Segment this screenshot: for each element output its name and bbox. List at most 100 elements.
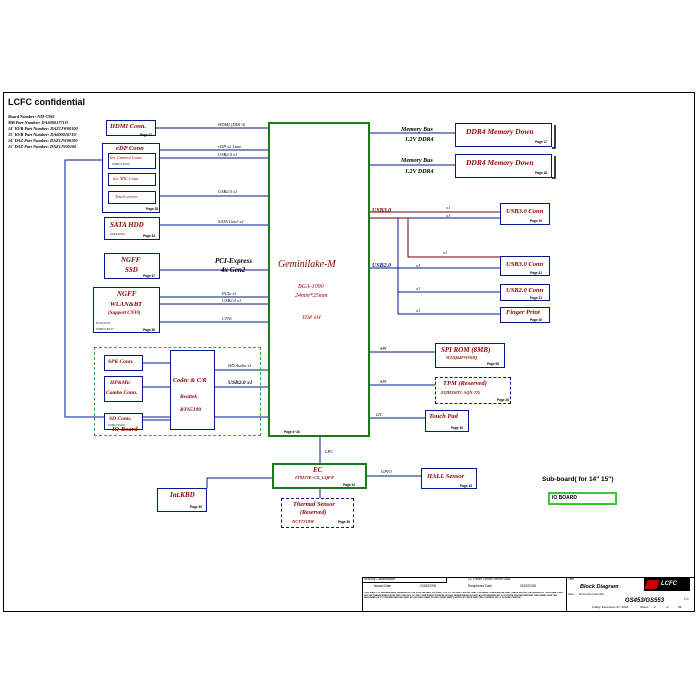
spk-label: SPK Conn.: [108, 359, 134, 365]
sig-gpio: GPIO: [381, 469, 392, 474]
header-line-6: 15' DAZ Part Number: DAZ1JY00100: [8, 144, 77, 149]
cpu-size: 24mm*25mm: [295, 293, 328, 299]
tb-sheet-no: 2: [654, 605, 656, 609]
tb-date: Friday, December 07, 2018: [592, 605, 629, 609]
ec-page: Page 44: [343, 483, 356, 487]
ec-block: [272, 463, 367, 489]
header-line-4: 15' IO/B Part Number: DA60001671O: [8, 132, 77, 137]
thermal-label2: (Reserved): [300, 510, 327, 516]
sig-spi-1: SPI: [380, 346, 387, 351]
usb30-conn-2-label: USB3.0 Conn: [506, 261, 544, 268]
sata-page: Page 43: [143, 234, 156, 238]
sig-sata: SATA Gen3 x1: [218, 219, 244, 224]
tb-security: Security Classification: [364, 577, 396, 581]
sd-conn-block: [104, 413, 143, 430]
sig-x1-e: x1: [416, 286, 421, 291]
usb30-conn-1-label: USB3.0 Conn: [506, 208, 544, 215]
sig-mem2v: 1.2V DDR4: [405, 169, 434, 175]
tb-title-label: Title: [568, 577, 574, 581]
ngff-wlan-label: NGFF: [117, 290, 137, 298]
touch-pad-block: [425, 410, 469, 432]
tpm-part: Z32H330TC-SQN-725: [441, 390, 481, 395]
ddr4-block-1: [455, 123, 552, 147]
usb20-conn-block: [500, 284, 550, 301]
sig-x1-d: x1: [416, 263, 421, 268]
hp-label: HP&Mic: [110, 380, 131, 386]
sata-hdd-block: [104, 217, 160, 240]
tb-size-label: Size: [568, 592, 574, 596]
ngff-wlan-label2: WLAN&BT: [110, 301, 143, 308]
subboard-label: Sub-board( for 14" 15"): [542, 476, 614, 483]
tb-center: LC Future Center Secret Data: [468, 577, 511, 581]
sig-x1-a: x1: [446, 205, 451, 210]
sig-hdmi: HDMI (DDI 0): [218, 122, 246, 127]
camera-port: USB2.0 Port9: [112, 162, 130, 166]
ec-label: EC: [313, 466, 323, 474]
wlan-usb-port: USB2.0 Port7: [96, 327, 114, 331]
spi-rom-part: W25Q64FWSSIQ: [446, 355, 477, 360]
kbd-block: [157, 488, 207, 512]
tb-notice: THIS SHEET OF ENGINEERING DRAWING IS THE…: [364, 592, 563, 600]
tb-sheet: Sheet: [640, 605, 648, 609]
lcfc-logo: LCFC: [644, 578, 690, 591]
header-line-5: 14' DAZ Part Number: DAZ1JW00100: [8, 138, 78, 143]
spi-rom-label: SPI ROM (8MB): [441, 346, 491, 354]
drawing-frame: [3, 92, 695, 612]
usb20-conn-label: USB2.0 Conn: [506, 287, 544, 294]
header-line-1: Board Number: NM-C961: [8, 114, 55, 119]
ec-part: IT8227E-CX_LQFP: [295, 475, 334, 480]
tpm-page: Page 26: [497, 398, 510, 402]
usb20-conn-page: Page 31: [530, 296, 543, 300]
sig-spi-2: SPI: [380, 379, 387, 384]
codec-label: Codec & C/R: [173, 377, 207, 384]
ngff-wlan-label3: (Support CNVi): [108, 311, 141, 316]
finger-print-page: Page 30: [530, 318, 543, 322]
tpm-label: TPM (Reserved): [443, 380, 487, 387]
usb30-conn-1-block: [500, 203, 550, 225]
sig-x1-f: x1: [416, 308, 421, 313]
ddr4-page-2: Page 18: [535, 171, 548, 175]
sig-i2c: I2C: [376, 412, 383, 417]
sig-x1-c: x1: [443, 250, 448, 255]
codec-part: RTS5199: [180, 407, 202, 413]
mic-label: Int. MIC Conn.: [113, 176, 140, 181]
io-board-chip-label: IO BOARD: [552, 495, 577, 501]
kbd-page: Page 40: [190, 505, 203, 509]
ngff-ssd-label: NGFF: [121, 256, 141, 264]
io-board-label: IO Board: [112, 426, 138, 433]
touchscreen-block: [108, 191, 156, 204]
sig-edp: eDP x2 Lane: [218, 144, 242, 149]
sig-usb-wlan: USB2.0 x1: [222, 298, 242, 303]
hall-sensor-page: Page 45: [460, 484, 473, 488]
hp-mic-block: [104, 376, 143, 402]
sig-usb-touch: USB2.0 x1: [218, 189, 238, 194]
thermal-label: Thermal Sensor: [293, 501, 335, 508]
ngff-ssd-label2: SSD: [125, 266, 138, 274]
mic-conn-block: [108, 173, 156, 186]
edp-page: Page 28: [146, 207, 159, 211]
camera-label: Int. Camera Conn.: [110, 155, 143, 160]
ddr4-block-2: [455, 154, 552, 178]
sig-cnvi: CNVi: [222, 316, 232, 321]
tb-divider: [566, 577, 567, 612]
wlan-pcie-port: PCIe Port5: [96, 321, 111, 325]
touch-pad-page: Page 40: [451, 426, 464, 430]
logo-mark: [644, 580, 660, 589]
ddr4-page-1: Page 17: [535, 140, 548, 144]
title-block: [362, 577, 695, 612]
spi-rom-block: [435, 343, 505, 368]
codec-vendor: Realtek: [180, 394, 198, 400]
confidential-title: LCFC confidential: [8, 97, 85, 107]
sig-pcie-gen: 4x Gen2: [221, 266, 246, 274]
tb-deciphered-label: Deciphered Date: [468, 584, 492, 588]
sata-label: SATA HDD: [110, 221, 144, 229]
thermal-sensor-block: [281, 498, 354, 528]
tb-title: Block Diagram: [580, 584, 619, 590]
cpu-name: Geminilake-M: [278, 259, 336, 270]
tb-of: of: [666, 605, 669, 609]
tb-doc: GS453/GS553: [625, 598, 665, 604]
sig-usb-cam: USB2.0 x1: [218, 152, 238, 157]
hp-label2: Combo Conn.: [106, 390, 138, 396]
tb-doc-label: Document Number: [579, 592, 605, 596]
